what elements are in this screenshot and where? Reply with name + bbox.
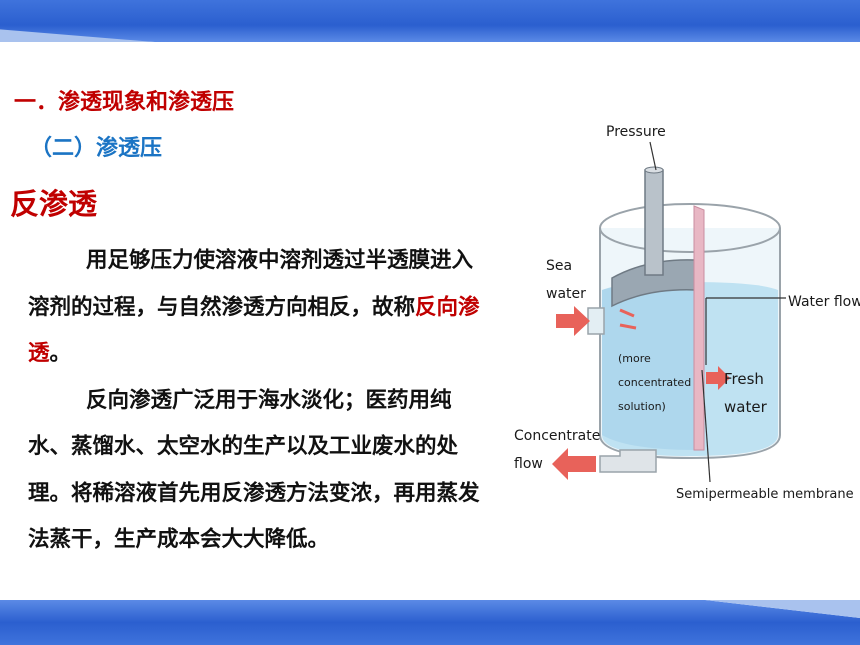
pressure-arrow-2: [619, 323, 637, 330]
body-text: 用足够压力使溶液中溶剂透过半透膜进入溶剂的过程，与自然渗透方向相反，故称反向渗透…: [28, 238, 494, 564]
pressure-arrow-1: [619, 308, 635, 318]
more-label: (more: [618, 352, 651, 365]
inflow-arrow: [556, 306, 590, 336]
flow-label: flow: [514, 456, 543, 472]
water-flow-label: Water flow: [788, 294, 860, 310]
paragraph-text-end: 。: [49, 341, 72, 366]
tank-rim: [599, 203, 781, 253]
membrane-leader-line: [701, 369, 711, 483]
piston-rod-top: [644, 166, 664, 174]
bottom-decorative-band: [0, 600, 860, 645]
fresh-label: Fresh: [724, 370, 764, 388]
concentrate-arrow: [552, 448, 596, 480]
highlighted-term: 反向渗透: [28, 294, 480, 367]
pressure-leader-line: [649, 141, 657, 171]
sea-label: Sea: [546, 258, 572, 274]
pressure-label: Pressure: [606, 124, 666, 140]
concentrated-label: concentrated: [618, 376, 691, 389]
top-decorative-band: [0, 0, 860, 42]
outlet-pipe: [599, 449, 657, 473]
inlet-pipe: [587, 307, 605, 335]
piston-rod: [644, 169, 664, 276]
reverse-osmosis-illustration: Pressure Sea water Water flow (more conc…: [514, 124, 860, 502]
paragraph-definition: 用足够压力使溶液中溶剂透过半透膜进入溶剂的过程，与自然渗透方向相反，故称反向渗透…: [28, 238, 494, 378]
concentrate-label: Concentrate: [514, 428, 600, 444]
concentrated-side: [602, 270, 696, 450]
reverse-osmosis-diagram: Pressure Sea water Water flow (more conc…: [508, 110, 860, 510]
paragraph-applications: 反向渗透广泛用于海水淡化；医药用纯水、蒸馏水、太空水的生产以及工业废水的处理。将…: [28, 378, 494, 564]
paragraph-text: 用足够压力使溶液中溶剂透过半透膜进入溶剂的过程，与自然渗透方向相反，故称: [28, 248, 474, 320]
semipermeable-membrane: [693, 205, 705, 451]
solution-label: solution): [618, 400, 666, 413]
topic-heading: 反渗透: [10, 187, 98, 221]
fresh-water-label: water: [724, 398, 768, 416]
paragraph-text: 反向渗透广泛用于海水淡化；医药用纯水、蒸馏水、太空水的生产以及工业废水的处理。将…: [28, 387, 480, 553]
sea-water-label: water: [546, 286, 586, 302]
membrane-label: Semipermeable membrane: [676, 487, 854, 502]
subsection-heading: （二）渗透压: [30, 136, 163, 161]
fresh-water-arrow: [706, 366, 730, 390]
section-heading: 一．渗透现象和渗透压: [14, 90, 235, 115]
